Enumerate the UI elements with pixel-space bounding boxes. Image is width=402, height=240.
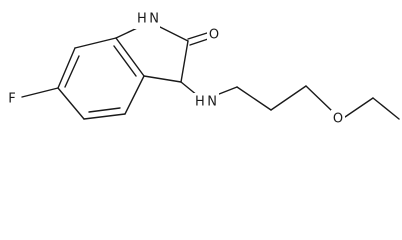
bond-c6-f — [21, 87, 59, 98]
atom-label-fluorine: F — [5, 90, 19, 108]
bond-c3-c3a — [143, 75, 182, 83]
bond-c2-o-2 — [189, 38, 209, 46]
atom-label-ether-o: O — [331, 110, 345, 128]
bond-c7-c6 — [57, 47, 76, 89]
bond-c6-c5 — [57, 87, 85, 120]
atom-label-nh-ring: H N — [134, 11, 160, 29]
carbonyl-oxygen-label: O — [209, 28, 219, 43]
nh-ring-label: H N — [137, 12, 159, 27]
bond-o-ch2d — [344, 97, 374, 118]
nh-chain-label: H N — [195, 95, 217, 110]
atom-label-nh-chain: H N — [193, 93, 219, 111]
atom-label-carbonyl-o: O — [207, 26, 221, 44]
molecule-structure-diagram: H N O F H N O — [5, 11, 400, 128]
bond-ch2a-ch2b — [236, 86, 272, 111]
bond-ch2b-ch2c — [270, 85, 307, 111]
bond-c4-c3a — [124, 75, 145, 115]
bond-c7a-c7 — [74, 37, 117, 49]
bond-double-c3a-c7a — [113, 45, 137, 77]
bond-c2-o-1 — [187, 32, 208, 40]
bond-ch2d-ch3 — [372, 97, 400, 120]
bond-ch2c-o — [305, 85, 332, 111]
fluorine-label: F — [8, 92, 15, 107]
bond-c2-c3 — [180, 40, 189, 83]
bond-double-c7-c6 — [64, 55, 80, 88]
bond-c3a-c7a — [115, 37, 145, 77]
bond-double-c5-c4 — [88, 107, 121, 113]
benzene-ring — [57, 37, 145, 120]
lactam-ring — [115, 21, 209, 83]
ether-oxygen-label: O — [333, 112, 343, 127]
bond-c5-c4 — [83, 113, 126, 120]
